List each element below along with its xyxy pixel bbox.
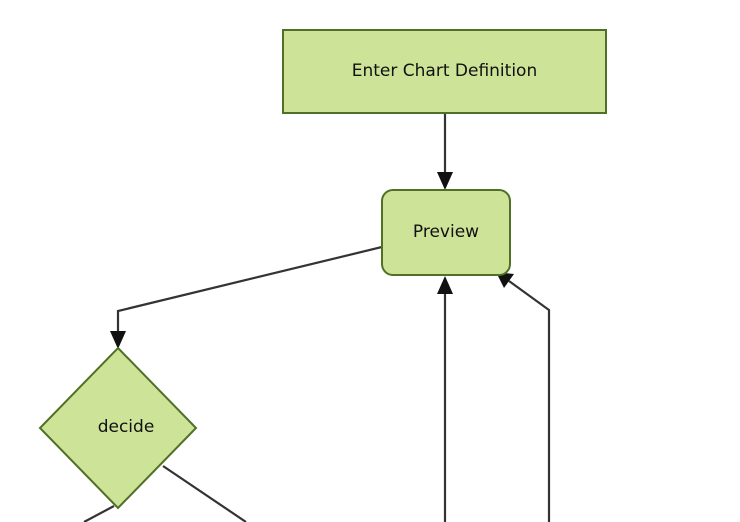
arrow-head-icon <box>437 172 453 190</box>
arrow-head-icon <box>110 331 126 349</box>
arrow-head-icon <box>437 276 453 294</box>
edge-enter-to-preview <box>437 113 453 190</box>
edge-line <box>508 280 551 522</box>
edge-return-center-to-preview <box>437 276 453 522</box>
edge-line <box>83 505 115 522</box>
edge-line <box>116 245 383 339</box>
edge-line <box>162 465 247 522</box>
edge-decide-bottom-left <box>83 505 115 522</box>
node-preview[interactable] <box>381 189 511 276</box>
edge-return-right-to-preview <box>496 272 551 522</box>
arrow-head-icon <box>496 272 514 288</box>
edge-decide-bottom-right <box>162 465 247 522</box>
node-enter-chart-definition[interactable] <box>282 29 607 114</box>
edge-preview-to-decide <box>110 245 383 349</box>
node-decide[interactable] <box>38 346 198 510</box>
